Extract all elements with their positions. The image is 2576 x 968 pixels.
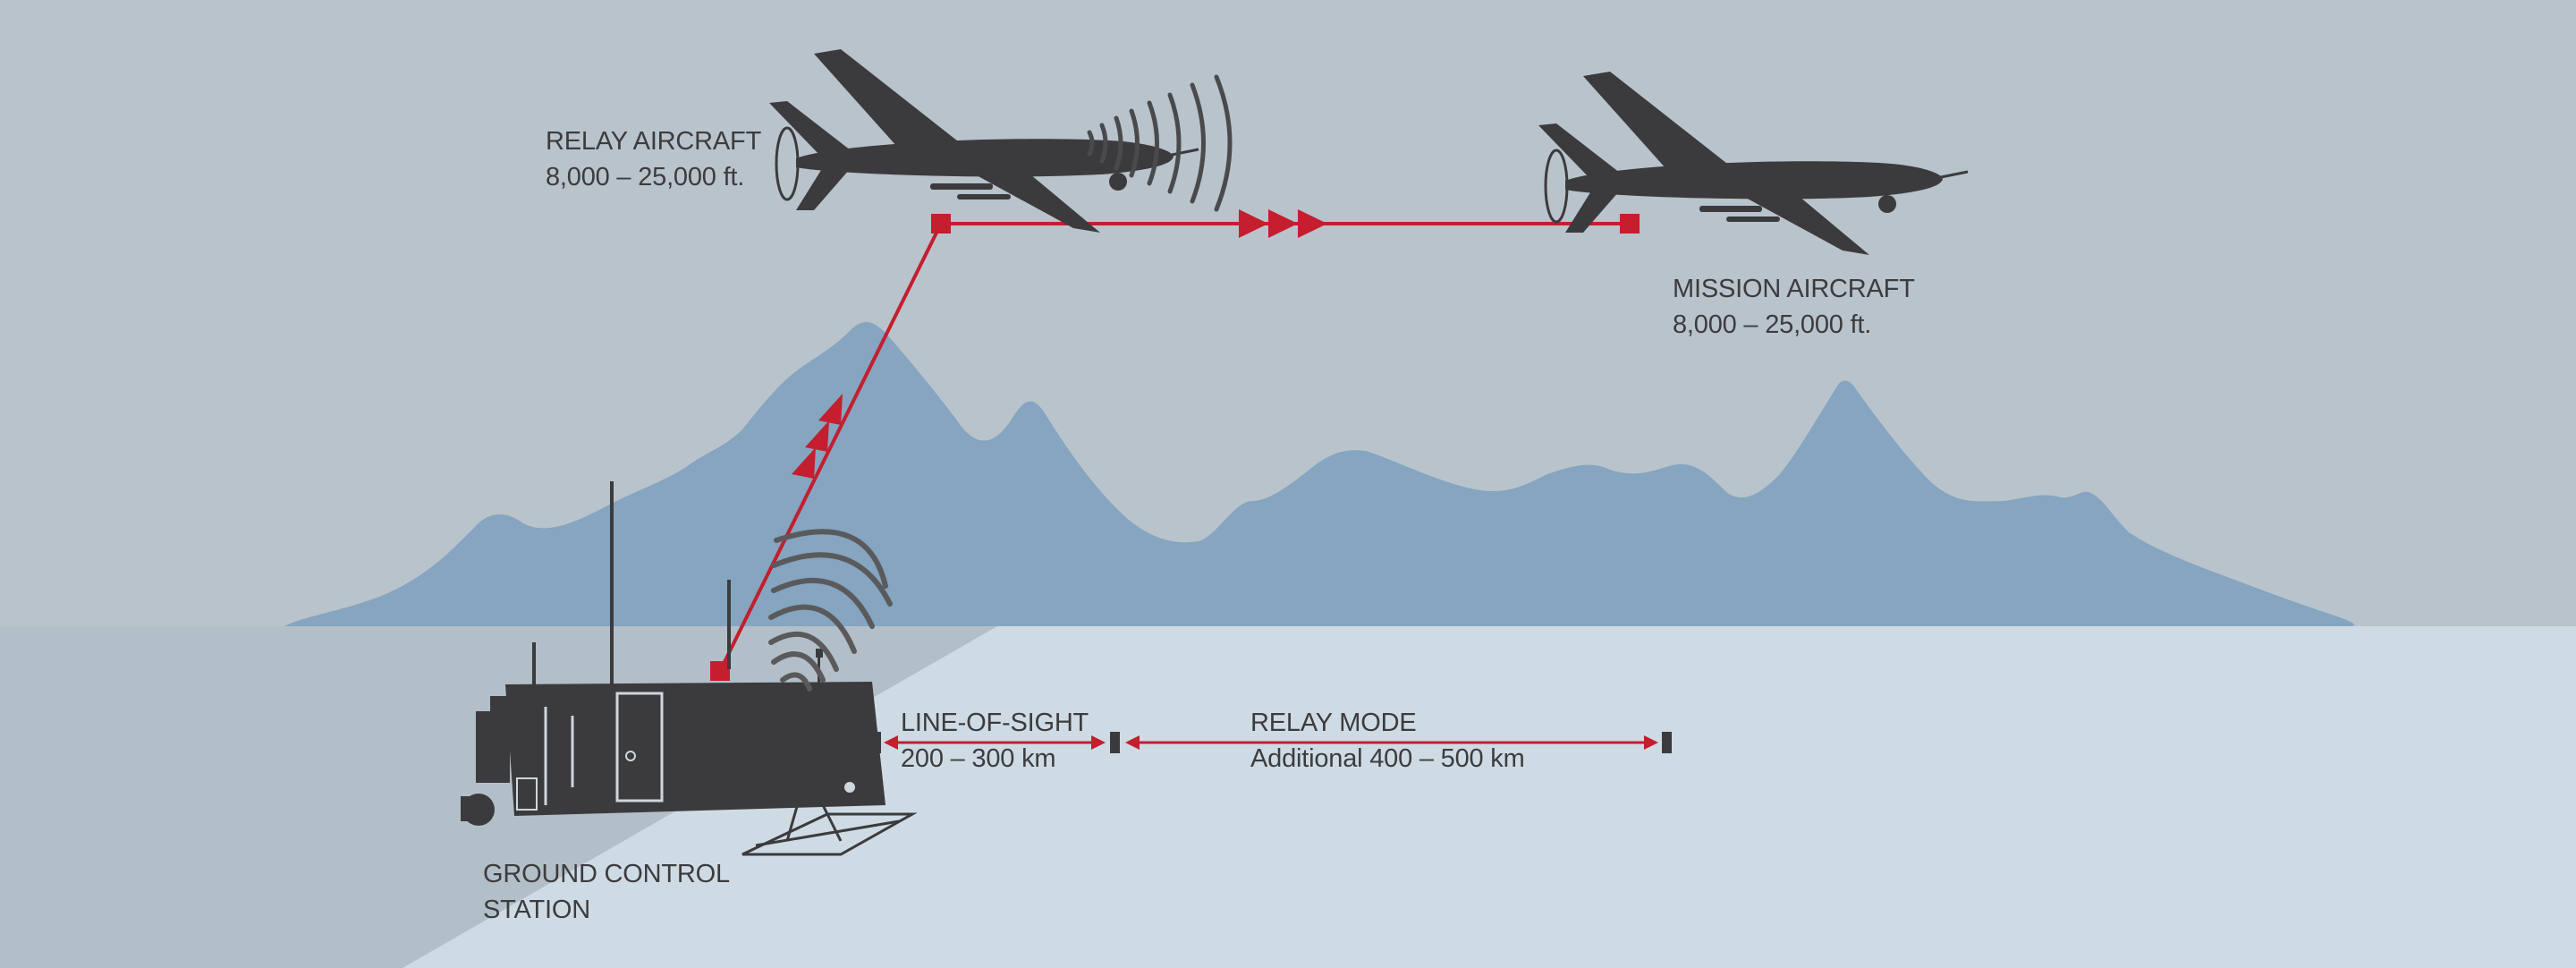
ground-control-station-icon xyxy=(461,481,918,856)
relay-mode-label: RELAY MODE Additional 400 – 500 km xyxy=(1250,705,1525,777)
relay-aircraft-altitude: 8,000 – 25,000 ft. xyxy=(546,163,745,191)
relay-aircraft-label: RELAY AIRCRAFT 8,000 – 25,000 ft. xyxy=(546,123,761,195)
relay-range-arrowhead-left xyxy=(1125,735,1140,750)
relay-range-arrowhead-right xyxy=(1644,735,1658,750)
mission-aircraft-name: MISSION AIRCRAFT xyxy=(1673,275,1915,303)
line-of-sight-range: 200 – 300 km xyxy=(901,744,1056,773)
relay-mode-title: RELAY MODE xyxy=(1250,709,1417,737)
mission-aircraft-altitude: 8,000 – 25,000 ft. xyxy=(1673,310,1872,339)
range-marker-relay-end xyxy=(1662,732,1672,753)
ground-station-line2: STATION xyxy=(483,896,590,924)
uplink-line xyxy=(718,223,943,672)
relay-arrow xyxy=(1298,209,1327,238)
line-of-sight-title: LINE-OF-SIGHT xyxy=(901,709,1089,737)
ground-station-line1: GROUND CONTROL xyxy=(483,860,730,888)
mountain-range xyxy=(284,322,2355,626)
mission-node xyxy=(1620,214,1640,234)
relay-node xyxy=(931,214,951,234)
ground-node xyxy=(710,661,730,681)
mission-aircraft-label: MISSION AIRCRAFT 8,000 – 25,000 ft. xyxy=(1673,271,1915,343)
uplink-arrow xyxy=(818,394,843,425)
relay-signal-waves-icon xyxy=(1087,74,1233,212)
relay-arrow xyxy=(1268,209,1298,238)
relay-aircraft-name: RELAY AIRCRAFT xyxy=(546,127,762,156)
range-marker-start xyxy=(871,732,881,753)
uplink-arrow xyxy=(792,447,816,479)
line-of-sight-label: LINE-OF-SIGHT 200 – 300 km xyxy=(901,705,1089,777)
los-range-arrowhead-left xyxy=(884,735,898,750)
ground-station-label: GROUND CONTROL STATION xyxy=(483,856,730,928)
relay-arrow xyxy=(1239,209,1268,238)
range-marker-los-end xyxy=(1110,732,1120,753)
relay-mode-range: Additional 400 – 500 km xyxy=(1250,744,1525,773)
los-range-arrowhead-right xyxy=(1091,735,1106,750)
ground-signal-waves-icon xyxy=(768,529,893,692)
uplink-arrow xyxy=(805,420,829,452)
